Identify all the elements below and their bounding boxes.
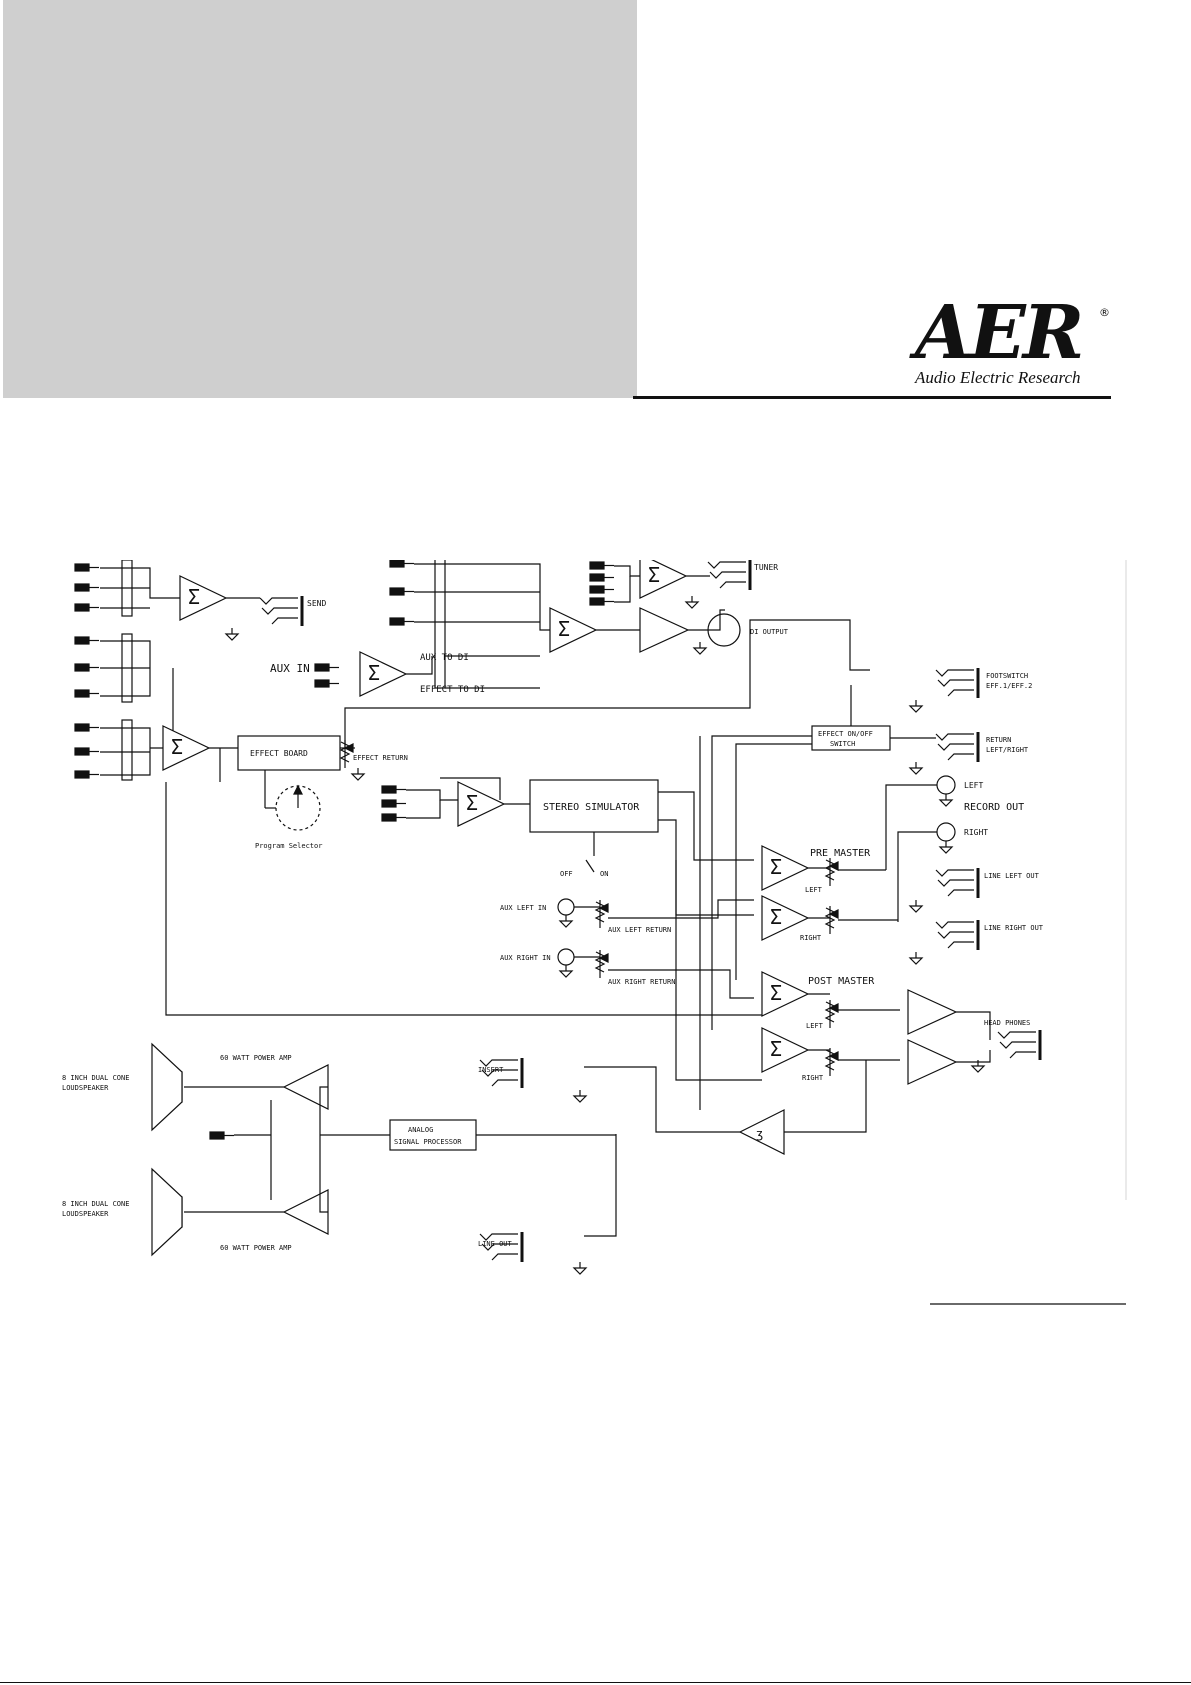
power-amp-label-2: 60 WATT POWER AMP (220, 1244, 292, 1252)
effect-return-amp (457, 781, 505, 827)
speaker-bottom-label-1: 8 INCH DUAL CONE (62, 1200, 129, 1208)
on-label: ON (600, 870, 608, 878)
post-master-label: POST MASTER (808, 976, 875, 987)
aux-left-in-label: AUX LEFT IN (500, 904, 546, 912)
record-out-label: RECORD OUT (964, 802, 1024, 813)
top-center-jacks (389, 560, 550, 689)
effect-to-di-label: EFFECT TO DI (420, 685, 485, 695)
analog-processor-label-2: SIGNAL PROCESSOR (394, 1138, 462, 1146)
speaker-bottom-label-2: LOUDSPEAKER (62, 1210, 109, 1218)
speaker-top-label-1: 8 INCH DUAL CONE (62, 1074, 129, 1082)
pre-master-label: PRE MASTER (810, 848, 871, 859)
aer-logo: AER ® Audio Electric Research (915, 296, 1115, 396)
insert-label: INSERT (478, 1066, 504, 1074)
aux-right-return-label: AUX RIGHT RETURN (608, 978, 675, 986)
post-master-right-amp (761, 1027, 809, 1073)
header-rule (633, 396, 1111, 399)
stereo-simulator-label: STEREO SIMULATOR (543, 802, 640, 813)
aux-in-amp (359, 651, 407, 697)
program-selector-knob (264, 770, 321, 831)
effect-board-label: EFFECT BOARD (250, 749, 308, 758)
svg-text:ʒ: ʒ (756, 1127, 763, 1141)
footswitch-label-2: EFF.1/EFF.2 (986, 682, 1032, 690)
aux-left-return-label: AUX LEFT RETURN (608, 926, 671, 934)
gray-header-block (3, 0, 637, 398)
aux-right-in-label: AUX RIGHT IN (500, 954, 551, 962)
tuner-amp (639, 560, 687, 599)
analog-processor-label-1: ANALOG (408, 1126, 433, 1134)
effect-return-label: EFFECT RETURN (353, 754, 408, 762)
post-left-label: LEFT (806, 1022, 824, 1030)
effect-switch-label-2: SWITCH (830, 740, 855, 748)
aux-in-label: AUX IN (270, 662, 310, 675)
aux-to-di-label: AUX TO DI (420, 653, 469, 663)
off-label: OFF (560, 870, 573, 878)
post-right-label: RIGHT (802, 1074, 824, 1082)
head-phones-label: HEAD PHONES (984, 1019, 1030, 1027)
footswitch-label-1: FOOTSWITCH (986, 672, 1028, 680)
block-diagram-svg: Σ SEND EFFECT BOARD Program Selector EFF… (62, 560, 1127, 1305)
return-label-2: LEFT/RIGHT (986, 746, 1029, 754)
send-label: SEND (307, 599, 326, 608)
record-right-label: RIGHT (964, 828, 988, 837)
mix-amp-1 (162, 725, 210, 771)
power-amp-label-1: 60 WATT POWER AMP (220, 1054, 292, 1062)
speaker-top-label-2: LOUDSPEAKER (62, 1084, 109, 1092)
pre-master-left-amp (761, 845, 809, 891)
footer-rule (0, 1682, 1191, 1683)
di-sum-amp (549, 607, 597, 653)
record-left-label: LEFT (964, 781, 983, 790)
tuner-label: TUNER (754, 563, 778, 572)
logo-tagline: Audio Electric Research (915, 368, 1081, 387)
di-output-label: DI OUTPUT (750, 628, 789, 636)
block-diagram: Σ SEND EFFECT BOARD Program Selector EFF… (60, 560, 1130, 1320)
return-label-1: RETURN (986, 736, 1011, 744)
line-left-out-label: LINE LEFT OUT (984, 872, 1040, 880)
effect-switch-label-1: EFFECT ON/OFF (818, 730, 873, 738)
logo-wordmark: AER (915, 290, 1084, 376)
send-amp (179, 575, 227, 621)
line-right-out-label: LINE RIGHT OUT (984, 924, 1044, 932)
speaker-bottom (151, 1167, 183, 1257)
registered-mark: ® (1099, 306, 1110, 319)
post-master-left-amp (761, 971, 809, 1017)
program-selector-label: Program Selector (255, 842, 322, 850)
pre-left-label: LEFT (805, 886, 823, 894)
speaker-top (151, 1042, 183, 1132)
pre-right-label: RIGHT (800, 934, 822, 942)
